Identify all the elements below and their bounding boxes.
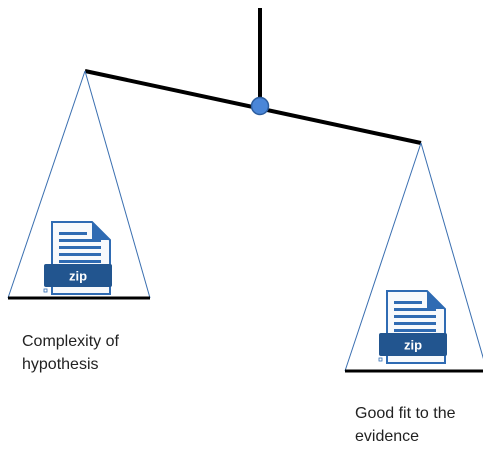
right-pan-string-left xyxy=(344,142,422,372)
pivot-dot xyxy=(250,96,270,116)
left-pan-string-left xyxy=(7,70,86,299)
right-zip-text: zip xyxy=(404,338,422,353)
left-zip-text: zip xyxy=(69,269,87,284)
left-pan-string-right xyxy=(84,70,151,299)
right-pan-string-right xyxy=(420,142,483,359)
left-pan-label-line1: Complexity of xyxy=(22,333,119,350)
left-pan-label-line2: hypothesis xyxy=(22,356,99,373)
zip-file-icon: zip xyxy=(43,221,112,295)
right-pan-label-line2: evidence xyxy=(355,428,420,445)
left-pan-label: Complexity of hypothesis xyxy=(22,330,172,376)
right-pan-label-line1: Good fit to the xyxy=(355,405,456,422)
zip-file-icon: zip xyxy=(378,290,447,364)
right-pan-label: Good fit to the evidence xyxy=(355,402,483,448)
